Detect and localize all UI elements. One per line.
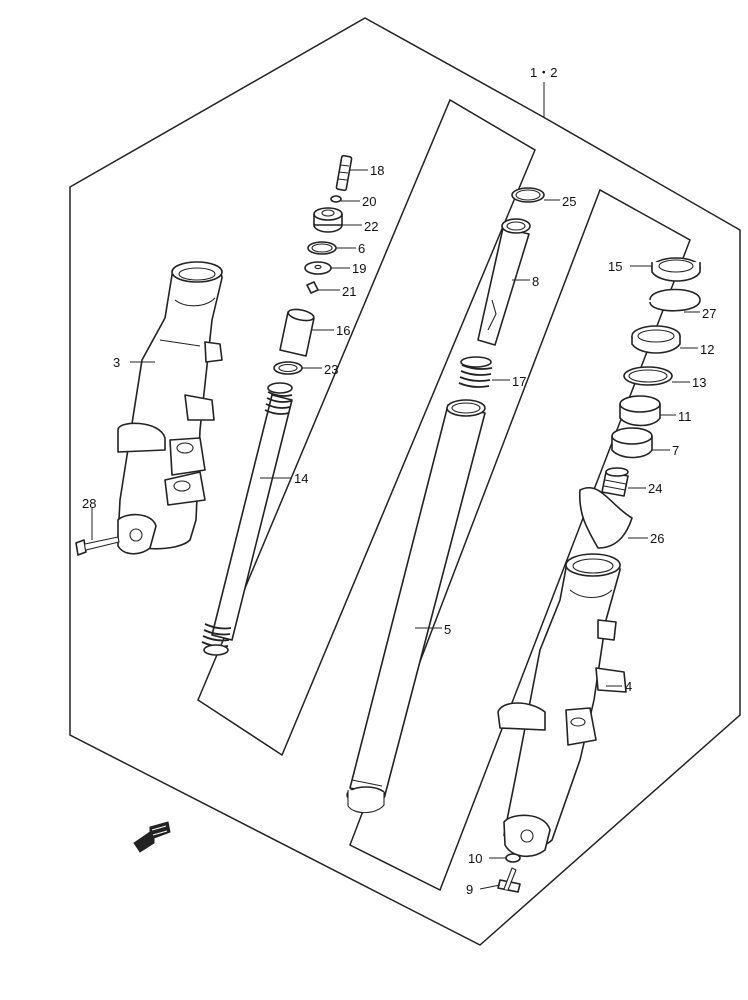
part-labels: 1・2 3 28 18 20 22 6 19 21 16 23 14 25 8 … <box>82 65 716 897</box>
label-5: 5 <box>444 622 451 637</box>
part-10-washer <box>505 853 521 863</box>
part-5-inner-tube <box>346 399 486 814</box>
assembly-frame-inner-left <box>197 98 536 757</box>
part-16-spacer <box>279 308 315 357</box>
leader-lines <box>91 82 700 890</box>
label-6: 6 <box>358 241 365 256</box>
part-8-cylinder <box>477 218 531 346</box>
label-1-2: 1・2 <box>530 65 557 80</box>
label-22: 22 <box>364 219 378 234</box>
label-10: 10 <box>468 851 482 866</box>
part-20-o-ring <box>330 195 342 203</box>
label-18: 18 <box>370 163 384 178</box>
part-12-oil-seal <box>631 325 681 354</box>
label-25: 25 <box>562 194 576 209</box>
label-23: 23 <box>324 362 338 377</box>
label-4: 4 <box>625 679 632 694</box>
label-12: 12 <box>700 342 714 357</box>
assembly-frame-outer <box>69 17 741 946</box>
part-9-bolt <box>497 867 521 893</box>
label-15: 15 <box>608 259 622 274</box>
label-14: 14 <box>294 471 308 486</box>
label-26: 26 <box>650 531 664 546</box>
part-4-right-outer-tube <box>497 553 627 858</box>
label-13: 13 <box>692 375 706 390</box>
assembly-frame-inner-right <box>349 188 691 892</box>
label-11: 11 <box>678 409 692 424</box>
label-28: 28 <box>82 496 96 511</box>
label-7: 7 <box>672 443 679 458</box>
part-7-bushing <box>611 427 653 459</box>
part-21-nut <box>306 281 319 294</box>
part-26-fork-guard <box>578 487 633 549</box>
label-19: 19 <box>352 261 366 276</box>
label-9: 9 <box>466 882 473 897</box>
front-direction-arrow-icon <box>133 821 171 853</box>
label-20: 20 <box>362 194 376 209</box>
part-18-rod-bolt <box>335 154 353 192</box>
part-3-left-outer-tube <box>117 261 223 555</box>
part-22-fork-cap <box>313 207 343 233</box>
part-14-damper-assembly <box>201 382 293 656</box>
part-27-circlip <box>649 288 701 312</box>
label-27: 27 <box>702 306 716 321</box>
label-24: 24 <box>648 481 662 496</box>
label-21: 21 <box>342 284 356 299</box>
label-3: 3 <box>113 355 120 370</box>
label-16: 16 <box>336 323 350 338</box>
label-8: 8 <box>532 274 539 289</box>
part-17-spring <box>458 356 493 388</box>
part-24-oil-lock <box>601 467 629 497</box>
part-28-bolt <box>75 536 120 556</box>
label-17: 17 <box>512 374 526 389</box>
part-15-dust-seal <box>651 257 701 282</box>
part-11-bushing <box>619 395 661 427</box>
